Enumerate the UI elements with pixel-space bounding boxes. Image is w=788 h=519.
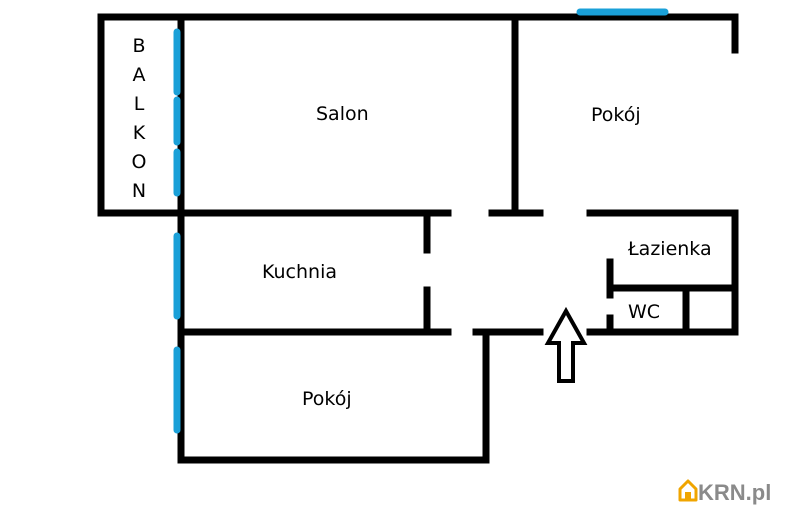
room-label-pokoj-bottom: Pokój: [302, 388, 352, 410]
balkon-letter: L: [134, 93, 145, 115]
windows: [173, 8, 669, 434]
room-label-salon: Salon: [316, 103, 369, 125]
room-label-kuchnia: Kuchnia: [262, 261, 337, 283]
room-label-wc: WC: [628, 301, 660, 323]
room-label-pokoj-top: Pokój: [591, 104, 641, 126]
balkon-letter: A: [133, 64, 146, 86]
logo-text: KRN.pl: [698, 480, 771, 505]
house-icon: [678, 479, 698, 502]
balkon-letter: B: [132, 35, 145, 57]
balkon-letter: N: [132, 180, 146, 202]
room-label-lazienka: Łazienka: [627, 238, 712, 260]
entrance-arrow-icon: [544, 306, 588, 383]
walls: [97, 13, 739, 464]
balkon-letter: K: [133, 122, 146, 144]
balkon-letter: O: [132, 151, 147, 173]
balkon-label: B A L K O N: [132, 35, 147, 202]
krn-logo: KRN.pl: [678, 479, 771, 505]
